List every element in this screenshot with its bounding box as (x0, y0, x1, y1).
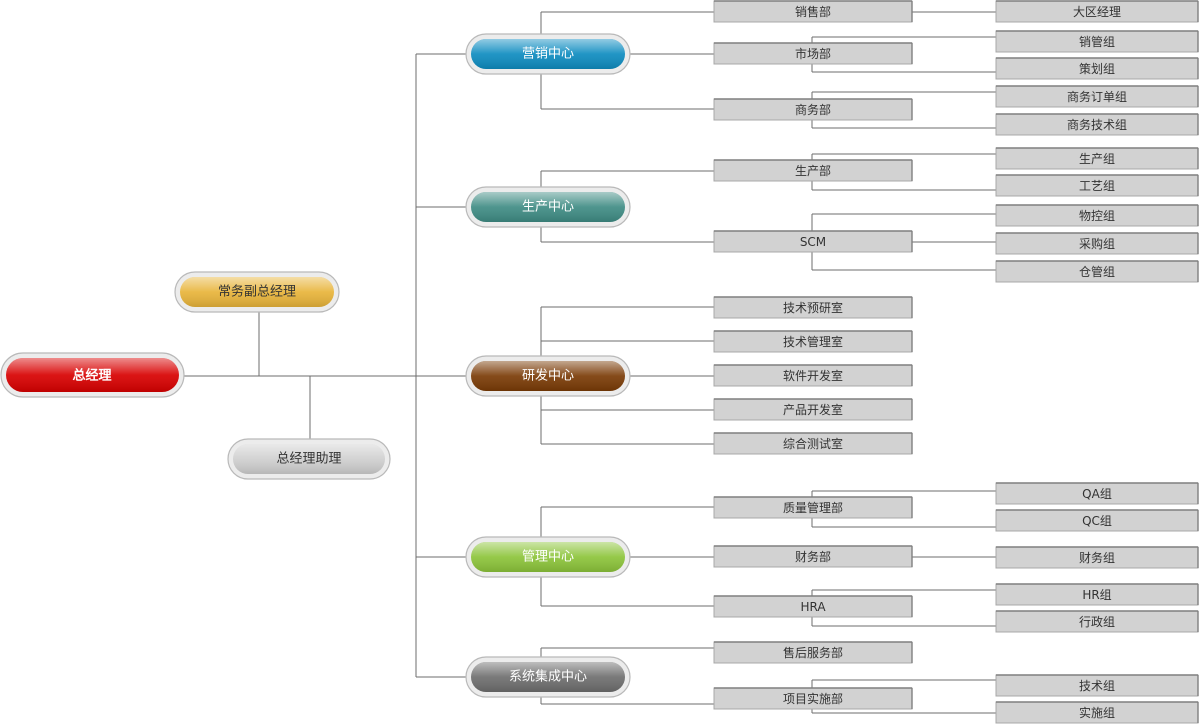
dept-label: 生产部 (795, 163, 831, 178)
group-box[interactable]: QC组 (995, 509, 1199, 532)
group-box[interactable]: 行政组 (995, 610, 1199, 633)
group-label: 商务技术组 (1067, 117, 1127, 132)
center-integration-label: 系统集成中心 (509, 669, 587, 685)
dept-label: 售后服务部 (783, 645, 843, 660)
dept-label: 商务部 (795, 102, 831, 117)
group-box[interactable]: QA组 (995, 482, 1199, 505)
center-production[interactable]: 生产中心 (465, 186, 631, 228)
dept-box[interactable]: 技术预研室 (713, 296, 913, 319)
group-box[interactable]: 生产组 (995, 147, 1199, 170)
group-box[interactable]: 销管组 (995, 30, 1199, 53)
group-box[interactable]: 仓管组 (995, 260, 1199, 283)
dept-label: 软件开发室 (783, 368, 843, 383)
group-label: QA组 (1082, 487, 1112, 501)
dept-box[interactable]: 综合测试室 (713, 432, 913, 455)
dept-box[interactable]: 销售部 (713, 0, 913, 23)
group-label: 实施组 (1079, 705, 1115, 720)
group-box[interactable]: 大区经理 (995, 0, 1199, 23)
group-label: QC组 (1082, 514, 1112, 528)
node-deputy-label: 常务副总经理 (218, 284, 296, 300)
group-label: 物控组 (1079, 209, 1115, 223)
group-box[interactable]: 采购组 (995, 232, 1199, 255)
group-box[interactable]: 实施组 (995, 701, 1199, 724)
dept-box[interactable]: 财务部 (713, 545, 913, 568)
center-marketing-label: 营销中心 (522, 47, 574, 62)
dept-label: 销售部 (795, 4, 831, 19)
dept-label: HRA (800, 600, 826, 614)
group-label: HR组 (1082, 588, 1111, 602)
group-box[interactable]: HR组 (995, 583, 1199, 606)
group-label: 财务组 (1079, 550, 1115, 565)
group-box[interactable]: 技术组 (995, 674, 1199, 697)
dept-label: 产品开发室 (783, 402, 843, 417)
center-integration[interactable]: 系统集成中心 (465, 656, 631, 698)
dept-label: 项目实施部 (783, 691, 843, 706)
group-label: 采购组 (1079, 236, 1115, 251)
group-label: 策划组 (1079, 62, 1115, 76)
center-rnd[interactable]: 研发中心 (465, 355, 631, 397)
dept-box[interactable]: 技术管理室 (713, 330, 913, 353)
dept-box[interactable]: 项目实施部 (713, 687, 913, 710)
dept-box[interactable]: 质量管理部 (713, 496, 913, 519)
dept-box[interactable]: SCM (713, 230, 913, 253)
center-management[interactable]: 管理中心 (465, 536, 631, 578)
group-label: 技术组 (1079, 679, 1115, 693)
group-box[interactable]: 工艺组 (995, 174, 1199, 197)
node-assistant[interactable]: 总经理助理 (227, 438, 391, 480)
dept-box[interactable]: HRA (713, 595, 913, 618)
group-label: 商务订单组 (1067, 89, 1127, 104)
connector-lines (180, 11, 996, 714)
node-deputy[interactable]: 常务副总经理 (174, 271, 340, 313)
dept-box[interactable]: 软件开发室 (713, 364, 913, 387)
group-label: 大区经理 (1073, 5, 1121, 19)
group-label: 销管组 (1079, 34, 1115, 49)
center-management-label: 管理中心 (522, 550, 574, 565)
group-label: 行政组 (1079, 615, 1115, 629)
node-ceo[interactable]: 总经理 (0, 352, 185, 398)
group-label: 生产组 (1079, 152, 1115, 166)
dept-label: 质量管理部 (783, 500, 843, 515)
dept-label: 综合测试室 (783, 436, 843, 451)
dept-box[interactable]: 售后服务部 (713, 641, 913, 664)
group-box[interactable]: 商务技术组 (995, 113, 1199, 136)
dept-label: 财务部 (795, 549, 831, 564)
group-label: 工艺组 (1079, 179, 1115, 193)
center-rnd-label: 研发中心 (522, 368, 574, 384)
center-production-label: 生产中心 (522, 200, 574, 215)
center-marketing[interactable]: 营销中心 (465, 33, 631, 75)
dept-label: 市场部 (795, 46, 831, 61)
node-ceo-label: 总经理 (72, 368, 111, 384)
node-assistant-label: 总经理助理 (276, 452, 341, 467)
group-box[interactable]: 商务订单组 (995, 85, 1199, 108)
dept-label: 技术预研室 (783, 300, 843, 315)
group-label: 仓管组 (1079, 264, 1115, 279)
dept-label: 技术管理室 (783, 334, 843, 349)
dept-box[interactable]: 生产部 (713, 159, 913, 182)
dept-label: SCM (800, 235, 826, 249)
group-box[interactable]: 物控组 (995, 204, 1199, 227)
dept-box[interactable]: 市场部 (713, 42, 913, 65)
dept-box[interactable]: 商务部 (713, 98, 913, 121)
group-box[interactable]: 策划组 (995, 57, 1199, 80)
group-box[interactable]: 财务组 (995, 546, 1199, 569)
dept-box[interactable]: 产品开发室 (713, 398, 913, 421)
